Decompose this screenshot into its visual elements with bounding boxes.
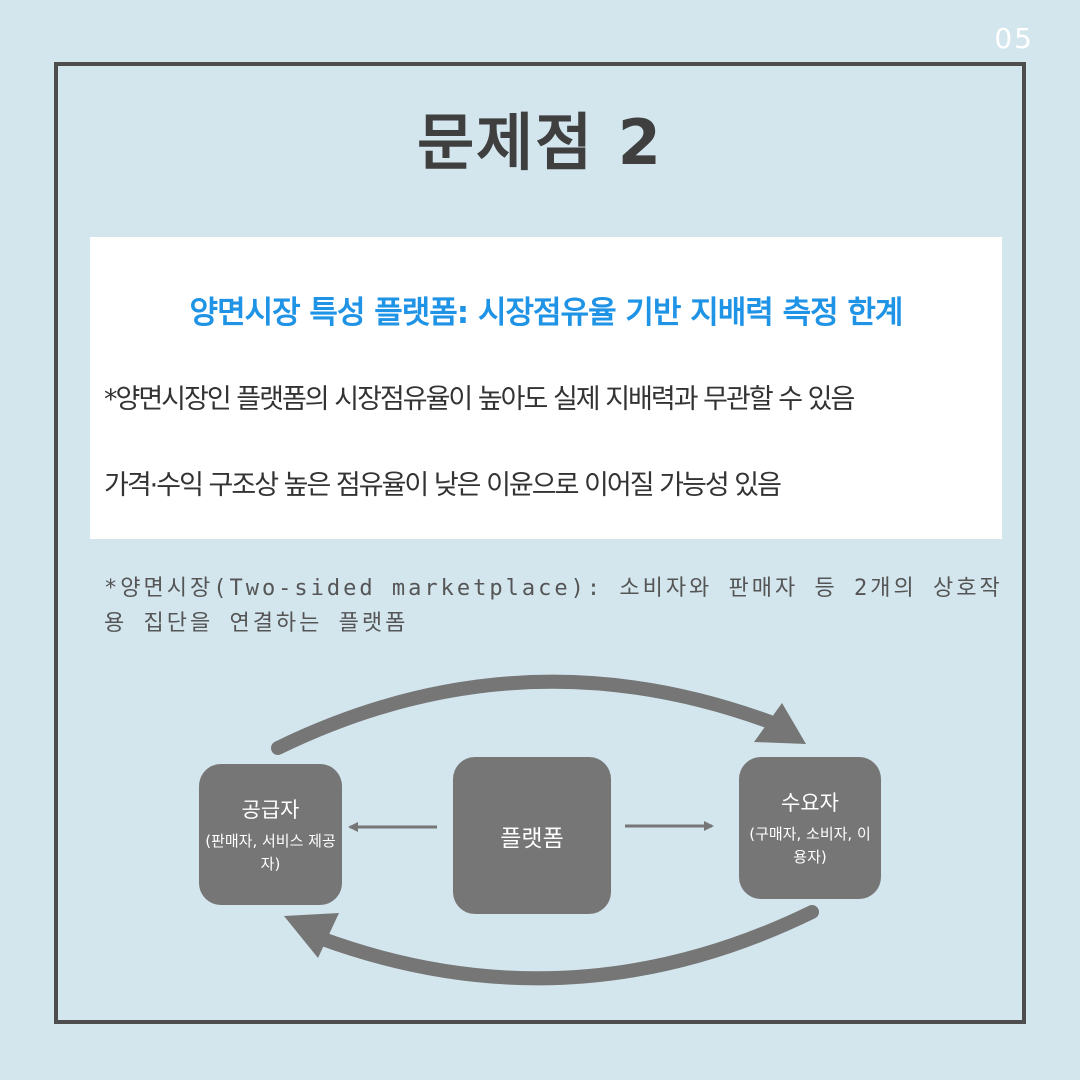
supplier-node: 공급자 (판매자, 서비스 제공자) bbox=[199, 764, 342, 905]
bottom-curved-arrow bbox=[313, 905, 819, 986]
top-arrowhead-icon bbox=[754, 703, 806, 744]
supplier-title: 공급자 bbox=[241, 797, 300, 822]
summary-line-2: 가격·수익 구조상 높은 점유율이 낮은 이윤으로 이어질 가능성 있음 bbox=[104, 470, 782, 501]
summary-headline: 양면시장 특성 플랫폼: 시장점유율 기반 지배력 측정 한계 bbox=[189, 295, 904, 331]
summary-line-1: *양면시장인 플랫폼의 시장점유율이 높아도 실제 지배력과 무관할 수 있음 bbox=[104, 384, 855, 415]
demander-node: 수요자 (구매자, 소비자, 이용자) bbox=[739, 757, 881, 899]
page-title: 문제점 2 bbox=[417, 106, 663, 179]
platform-node: 플랫폼 bbox=[453, 757, 611, 914]
definition-footnote: *양면시장(Two-sided marketplace): 소비자와 판매자 등… bbox=[104, 576, 1003, 636]
bottom-arrowhead-icon bbox=[284, 913, 339, 958]
frame bbox=[54, 62, 1026, 1024]
supplier-subtitle: (판매자, 서비스 제공자) bbox=[205, 831, 336, 873]
top-curved-arrow bbox=[271, 674, 777, 755]
platform-title: 플랫폼 bbox=[500, 825, 564, 852]
demander-title: 수요자 bbox=[781, 791, 839, 815]
page-number: 05 bbox=[994, 22, 1034, 55]
summary-box: 양면시장 특성 플랫폼: 시장점유율 기반 지배력 측정 한계 *양면시장인 플… bbox=[90, 237, 1002, 539]
demander-subtitle: (구매자, 소비자, 이용자) bbox=[749, 825, 871, 866]
